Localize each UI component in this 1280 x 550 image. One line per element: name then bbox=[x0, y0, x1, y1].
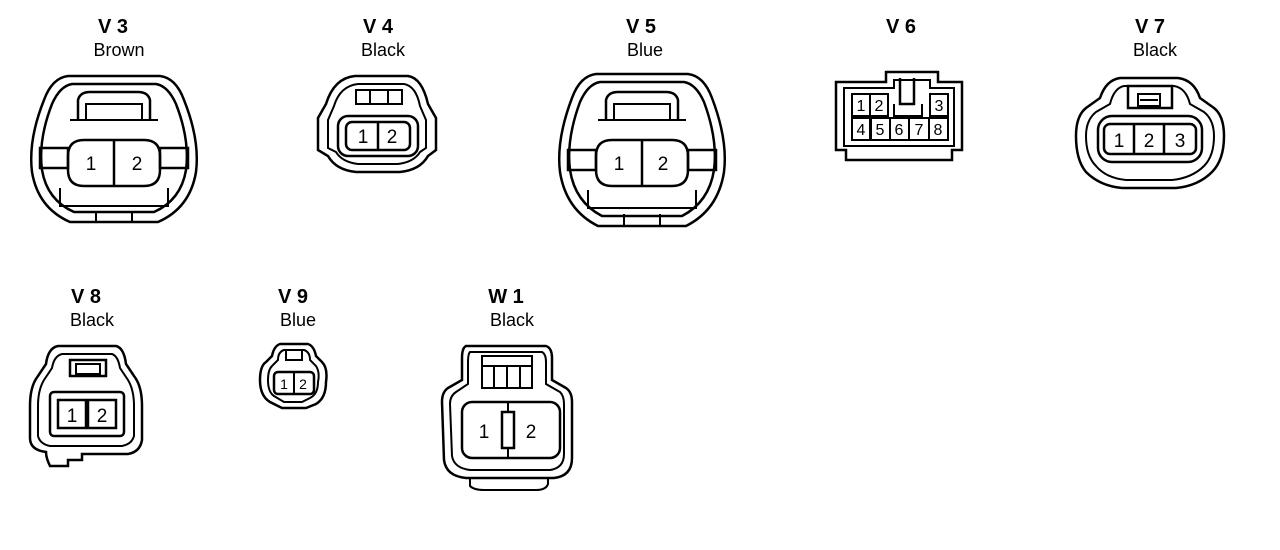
pin-label: 2 bbox=[1144, 131, 1155, 152]
connector-v6: V 6 1 2 3 4 5 6 7 8 bbox=[834, 16, 964, 162]
pin-label: 1 bbox=[479, 422, 490, 443]
pin-label: 5 bbox=[876, 122, 885, 139]
pin-label: 1 bbox=[614, 154, 625, 175]
pin-label: 2 bbox=[387, 127, 398, 148]
connector-color: Blue bbox=[280, 310, 316, 330]
pin-label: 1 bbox=[86, 154, 97, 175]
pin-label: 2 bbox=[526, 422, 537, 443]
pin-label: 2 bbox=[299, 376, 307, 392]
connector-code: V 3 bbox=[98, 16, 128, 38]
pin-label: 1 bbox=[1114, 131, 1125, 152]
connector-housing bbox=[440, 344, 574, 491]
connector-v7: V 7 Black 1 2 3 bbox=[1074, 16, 1226, 190]
connector-housing bbox=[29, 74, 199, 224]
connector-color: Black bbox=[361, 40, 406, 60]
pin-label: 2 bbox=[132, 154, 143, 175]
pin-label: 2 bbox=[875, 98, 884, 115]
connector-v3: V 3 Brown 1 2 bbox=[29, 16, 199, 224]
connector-code: V 7 bbox=[1135, 16, 1165, 38]
pin-label: 7 bbox=[915, 122, 924, 139]
connector-code: V 5 bbox=[626, 16, 656, 38]
connector-housing bbox=[834, 70, 964, 162]
connector-code: V 6 bbox=[886, 16, 916, 38]
pin-label: 1 bbox=[358, 127, 369, 148]
connector-code: V 4 bbox=[363, 16, 394, 38]
connector-color: Black bbox=[70, 310, 115, 330]
connector-housing bbox=[258, 342, 328, 410]
connector-v9: V 9 Blue 1 2 bbox=[258, 286, 328, 410]
pin-label: 2 bbox=[97, 406, 108, 427]
pin-label: 1 bbox=[280, 376, 288, 392]
connector-code: W 1 bbox=[488, 286, 524, 308]
connector-housing bbox=[557, 72, 727, 228]
pin-label: 3 bbox=[1175, 131, 1186, 152]
pin-label: 1 bbox=[857, 98, 866, 115]
connector-color: Black bbox=[490, 310, 535, 330]
connector-housing bbox=[1074, 76, 1226, 190]
pin-label: 1 bbox=[67, 406, 78, 427]
pin-label: 2 bbox=[658, 154, 669, 175]
connector-code: V 8 bbox=[71, 286, 101, 308]
connector-code: V 9 bbox=[278, 286, 308, 308]
connector-housing bbox=[316, 74, 438, 174]
connector-color: Brown bbox=[93, 40, 144, 60]
pin-label: 4 bbox=[857, 122, 866, 139]
connector-color: Black bbox=[1133, 40, 1178, 60]
connector-color: Blue bbox=[627, 40, 663, 60]
pin-label: 6 bbox=[895, 122, 904, 139]
connector-v4: V 4 Black 1 2 bbox=[316, 16, 438, 174]
connector-v5: V 5 Blue 1 2 bbox=[557, 16, 727, 228]
connector-housing bbox=[28, 344, 144, 468]
pin-label: 3 bbox=[935, 98, 944, 115]
connector-w1: W 1 Black 1 2 bbox=[440, 286, 574, 491]
connector-v8: V 8 Black 1 2 bbox=[28, 286, 144, 468]
pin-label: 8 bbox=[934, 122, 943, 139]
